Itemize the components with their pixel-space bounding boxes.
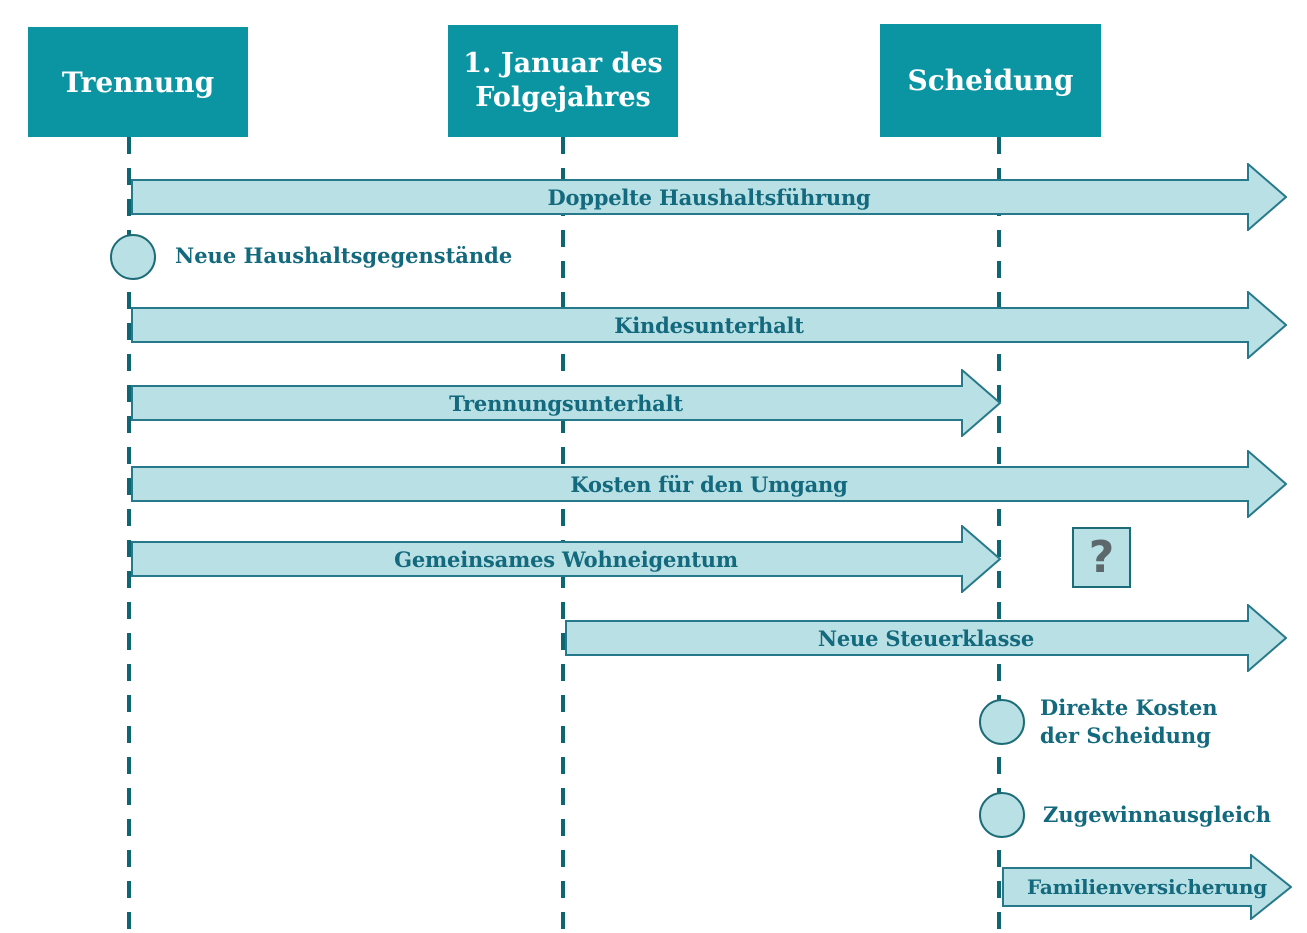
arrow-kindesunterhalt: Kindesunterhalt xyxy=(131,291,1287,359)
arrow-familienversicherung: Familienversicherung xyxy=(1002,854,1292,920)
event-label-zugewinnausgleich: Zugewinnausgleich xyxy=(1043,802,1271,827)
event-label-direkte-kosten: Direkte Kosten der Scheidung xyxy=(1040,695,1218,748)
timeline-dashed-line-trennung xyxy=(127,137,131,933)
timeline-dashed-line-scheidung xyxy=(997,137,1001,933)
arrow-label: Neue Steuerklasse xyxy=(817,625,1035,651)
timeline-dashed-line-folgejahr xyxy=(561,137,565,933)
right-arrow-shape xyxy=(131,291,1287,359)
question-mark-icon: ? xyxy=(1088,531,1115,583)
right-arrow-shape xyxy=(1002,854,1292,920)
right-arrow-shape xyxy=(131,450,1287,518)
arrow-kosten-fuer-den-umgang: Kosten für den Umgang xyxy=(131,450,1287,518)
right-arrow-shape xyxy=(131,163,1287,231)
arrow-label: Kindesunterhalt xyxy=(614,312,804,338)
milestone-box-trennung: Trennung xyxy=(28,27,248,137)
milestone-label: Trennung xyxy=(61,65,215,99)
arrow-neue-steuerklasse: Neue Steuerklasse xyxy=(565,604,1287,672)
right-arrow-shape xyxy=(131,369,1001,437)
milestone-box-folgejahr: 1. Januar des Folgejahres xyxy=(448,25,678,137)
milestone-label: Scheidung xyxy=(907,64,1074,97)
event-circle-direkte-kosten xyxy=(979,699,1025,745)
arrow-label: Trennungsunterhalt xyxy=(449,390,683,416)
arrow-label: Gemeinsames Wohneigentum xyxy=(394,546,738,572)
arrow-trennungsunterhalt: Trennungsunterhalt xyxy=(131,369,1001,437)
arrow-gemeinsames-wohneigentum: Gemeinsames Wohneigentum xyxy=(131,525,1001,593)
milestone-box-scheidung: Scheidung xyxy=(880,24,1101,137)
question-box: ? xyxy=(1072,527,1131,588)
right-arrow-shape xyxy=(565,604,1287,672)
milestone-label: 1. Januar des Folgejahres xyxy=(463,48,663,113)
arrow-doppelte-haushaltsfuehrung: Doppelte Haushaltsführung xyxy=(131,163,1287,231)
event-circle-neue-haushaltsgegenstaende xyxy=(110,234,156,280)
arrow-label: Kosten für den Umgang xyxy=(570,471,848,497)
event-circle-zugewinnausgleich xyxy=(979,792,1025,838)
arrow-label: Doppelte Haushaltsführung xyxy=(547,184,871,210)
event-label-neue-haushaltsgegenstaende: Neue Haushaltsgegenstände xyxy=(175,243,513,268)
right-arrow-shape xyxy=(131,525,1001,593)
arrow-label: Familienversicherung xyxy=(1026,875,1268,899)
